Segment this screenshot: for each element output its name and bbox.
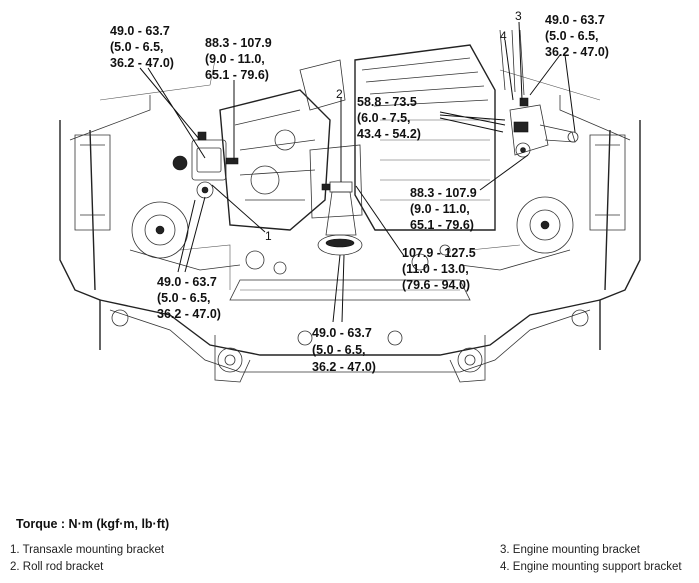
engine-mount-diagram: 49.0 - 63.7 (5.0 - 6.5, 36.2 - 47.0) 88.…: [59, 9, 641, 383]
callout-1: 1: [265, 229, 272, 243]
torque-kgfm: (5.0 - 6.5,: [110, 40, 164, 54]
torque-lbft: 65.1 - 79.6): [410, 218, 474, 232]
legend-left: 1. Transaxle mounting bracket 2. Roll ro…: [10, 542, 164, 576]
callout-2: 2: [336, 87, 343, 101]
engine-mount-bracket: [499, 29, 579, 158]
torque-label-center-low: 49.0 - 63.7 (5.0 - 6.5, 36.2 - 47.0): [312, 326, 376, 374]
torque-label-center-upper: 58.8 - 73.5 (6.0 - 7.5, 43.4 - 54.2): [357, 95, 421, 141]
torque-kgfm: (9.0 - 11.0,: [205, 52, 265, 66]
leader-lines: [139, 21, 576, 323]
torque-lbft: 36.2 - 47.0): [312, 360, 376, 374]
legend-item-2: 2. Roll rod bracket: [10, 561, 104, 573]
legend-item-3: 3. Engine mounting bracket: [500, 544, 641, 556]
callout-4: 4: [500, 29, 507, 43]
torque-label-left-low: 49.0 - 63.7 (5.0 - 6.5, 36.2 - 47.0): [157, 275, 221, 321]
torque-label-right-mid: 88.3 - 107.9 (9.0 - 11.0, 65.1 - 79.6): [410, 186, 477, 232]
torque-unit-caption: Torque : N·m (kgf·m, lb·ft): [16, 517, 170, 531]
torque-nm: 49.0 - 63.7: [110, 24, 170, 38]
torque-lbft: 36.2 - 47.0): [157, 307, 221, 321]
torque-lbft: (79.6 - 94.0): [402, 278, 470, 292]
torque-nm: 88.3 - 107.9: [205, 36, 272, 50]
transaxle-mount-bracket: [172, 131, 239, 199]
torque-nm: 49.0 - 63.7: [312, 326, 372, 340]
torque-kgfm: (11.0 - 13.0,: [402, 262, 469, 276]
torque-nm: 49.0 - 63.7: [545, 13, 605, 27]
torque-kgfm: (6.0 - 7.5,: [357, 111, 411, 125]
roll-rod-bracket: [317, 181, 363, 256]
torque-nm: 88.3 - 107.9: [410, 186, 477, 200]
callout-3: 3: [515, 9, 522, 23]
torque-kgfm: (9.0 - 11.0,: [410, 202, 470, 216]
legend-item-4: 4. Engine mounting support bracket: [500, 561, 682, 573]
torque-label-right-top: 49.0 - 63.7 (5.0 - 6.5, 36.2 - 47.0): [545, 13, 609, 59]
torque-kgfm: (5.0 - 6.5,: [545, 29, 599, 43]
torque-label-left-mid: 88.3 - 107.9 (9.0 - 11.0, 65.1 - 79.6): [205, 36, 272, 82]
torque-lbft: 36.2 - 47.0): [110, 56, 174, 70]
torque-nm: 49.0 - 63.7: [157, 275, 217, 289]
torque-lbft: 43.4 - 54.2): [357, 127, 421, 141]
legend-item-1: 1. Transaxle mounting bracket: [10, 544, 165, 556]
torque-nm: 107.9 - 127.5: [402, 246, 476, 260]
torque-lbft: 36.2 - 47.0): [545, 45, 609, 59]
chassis-drawing: [59, 44, 641, 383]
torque-lbft: 65.1 - 79.6): [205, 68, 269, 82]
torque-label-left-top: 49.0 - 63.7 (5.0 - 6.5, 36.2 - 47.0): [110, 24, 174, 70]
torque-kgfm: (5.0 - 6.5,: [312, 343, 366, 357]
torque-label-center-right: 107.9 - 127.5 (11.0 - 13.0, (79.6 - 94.0…: [402, 246, 476, 292]
torque-nm: 58.8 - 73.5: [357, 95, 417, 109]
torque-kgfm: (5.0 - 6.5,: [157, 291, 211, 305]
legend-right: 3. Engine mounting bracket 4. Engine mou…: [500, 542, 682, 576]
